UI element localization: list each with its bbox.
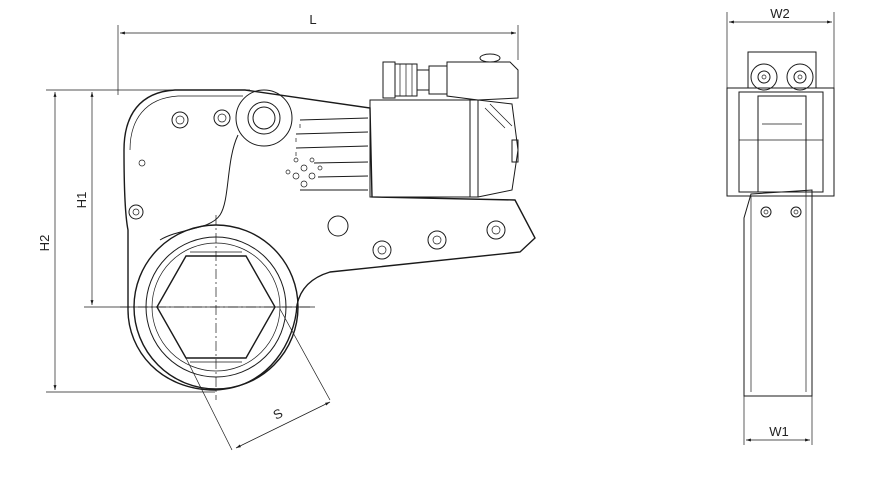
dimension-label-W2: W2 [770, 6, 790, 21]
mounting-holes [128, 109, 506, 260]
vent-holes [285, 157, 323, 188]
dimension-label-H2: H2 [37, 235, 52, 252]
wrench-body-outline [123, 89, 536, 391]
dimension-S: S [185, 308, 331, 451]
pivot-boss [235, 89, 293, 147]
dimension-W1: W1 [743, 396, 813, 445]
head-recess-outline [159, 134, 239, 241]
head-front [743, 189, 813, 397]
dimension-L: L [117, 12, 519, 95]
cooling-fins [295, 117, 369, 191]
side-view: L H1 H2 [37, 12, 536, 451]
dimension-label-L: L [309, 12, 316, 27]
front-view: W2 [726, 6, 835, 445]
swivel-coupler [382, 53, 519, 129]
hydraulic-cylinder [369, 99, 519, 198]
cylinder-block [726, 87, 835, 197]
dimension-label-W1: W1 [769, 424, 789, 439]
dimension-label-H1: H1 [74, 192, 89, 209]
top-rollers [747, 51, 817, 91]
dimension-label-S: S [271, 405, 286, 422]
dimension-W2: W2 [726, 6, 835, 88]
dimension-H2: H2 [37, 89, 215, 393]
ratchet-ring [120, 215, 310, 400]
